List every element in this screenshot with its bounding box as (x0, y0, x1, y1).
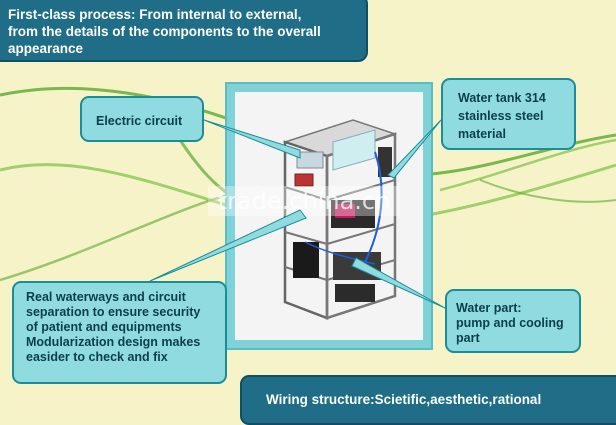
title-line-2: from the details of the components to th… (8, 24, 321, 39)
callout-water-part-line-2: pump and cooling (456, 316, 564, 330)
callout-waterways-line-4: Modularization design makes (26, 335, 201, 349)
title-line-1: First-class process: From internal to ex… (8, 7, 302, 22)
title-line-3: appearance (8, 41, 84, 56)
callout-electric-circuit: Electric circuit (80, 96, 204, 142)
callout-water-tank: Water tank 314 stainless steel material (441, 78, 576, 150)
callout-water-part: Water part: pump and cooling part (445, 289, 581, 353)
callout-water-tank-line-1: Water tank 314 (458, 91, 546, 105)
callout-water-tank-line-3: material (458, 127, 506, 141)
equipment-photo-frame (225, 82, 433, 350)
callout-electric-text: Electric circuit (96, 114, 183, 128)
title-banner: First-class process: From internal to ex… (0, 0, 368, 62)
callout-water-part-line-1: Water part: (456, 301, 522, 315)
callout-waterways-line-3: of patient and equipments (26, 320, 182, 334)
callout-waterways-line-5: easider to check and fix (26, 350, 168, 364)
equipment-frame-illustration (235, 92, 423, 340)
bottom-banner-text: Wiring structure:Scietific,aesthetic,rat… (266, 392, 542, 407)
callout-waterways-line-2: separation to ensure security (26, 305, 201, 319)
callout-waterways: Real waterways and circuit separation to… (12, 281, 227, 384)
bottom-banner: Wiring structure:Scietific,aesthetic,rat… (240, 375, 616, 425)
callout-water-tank-line-2: stainless steel (458, 109, 544, 123)
callout-water-part-line-3: part (456, 331, 480, 345)
watermark: trade.china.cn (208, 186, 400, 216)
callout-waterways-line-1: Real waterways and circuit (26, 290, 186, 304)
equipment-photo (235, 92, 423, 340)
